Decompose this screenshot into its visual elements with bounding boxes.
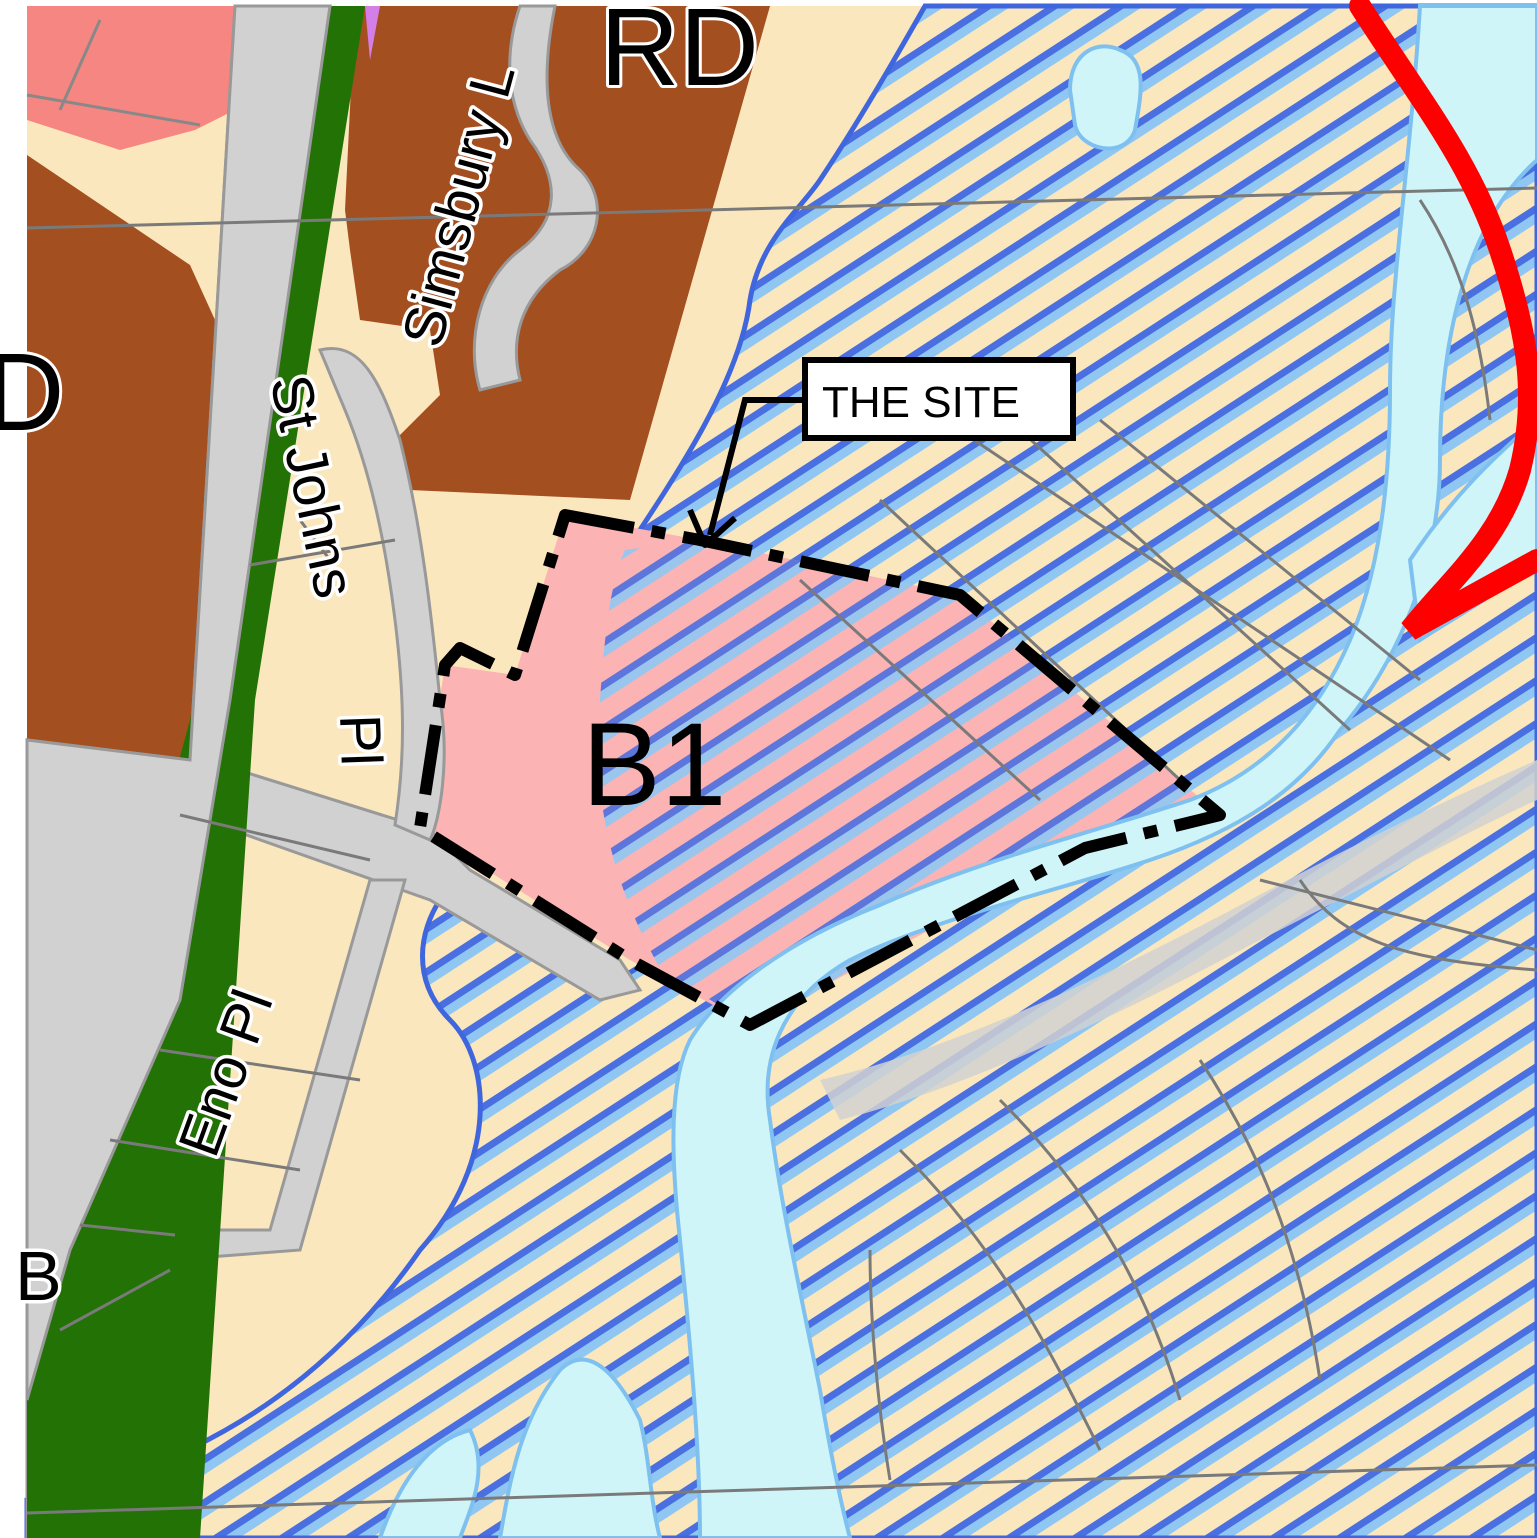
- zone-label-rd: RD: [600, 0, 759, 109]
- callout-label: THE SITE: [822, 378, 1020, 427]
- callout-arrowhead-icon: [687, 508, 738, 548]
- callout-box: [802, 357, 1076, 441]
- st-johns-pl-road: [317, 347, 446, 842]
- road-east-gray: [820, 760, 1537, 1120]
- stream-southwest: [377, 1427, 481, 1538]
- zone-label-left: D: [0, 331, 64, 454]
- street-label-st-johns-pl: Pl: [327, 713, 394, 767]
- pond: [1067, 44, 1143, 151]
- site-flood-overlay: [597, 540, 1220, 1025]
- simsbury-lane-road: [472, 4, 599, 392]
- zone-label-bottom-left: B: [15, 1237, 62, 1315]
- commercial-zone-left: [27, 155, 215, 760]
- zone-label-b1: B1: [582, 699, 726, 831]
- road-over-green: [25, 4, 332, 1401]
- site-boundary: [414, 509, 1226, 1031]
- purple-zone: [365, 6, 380, 60]
- red-boundary-line: [1349, 0, 1537, 640]
- callout-leader: [707, 397, 805, 536]
- site-callout: THE SITE: [687, 357, 1076, 548]
- business-zone-top-left: [27, 6, 265, 150]
